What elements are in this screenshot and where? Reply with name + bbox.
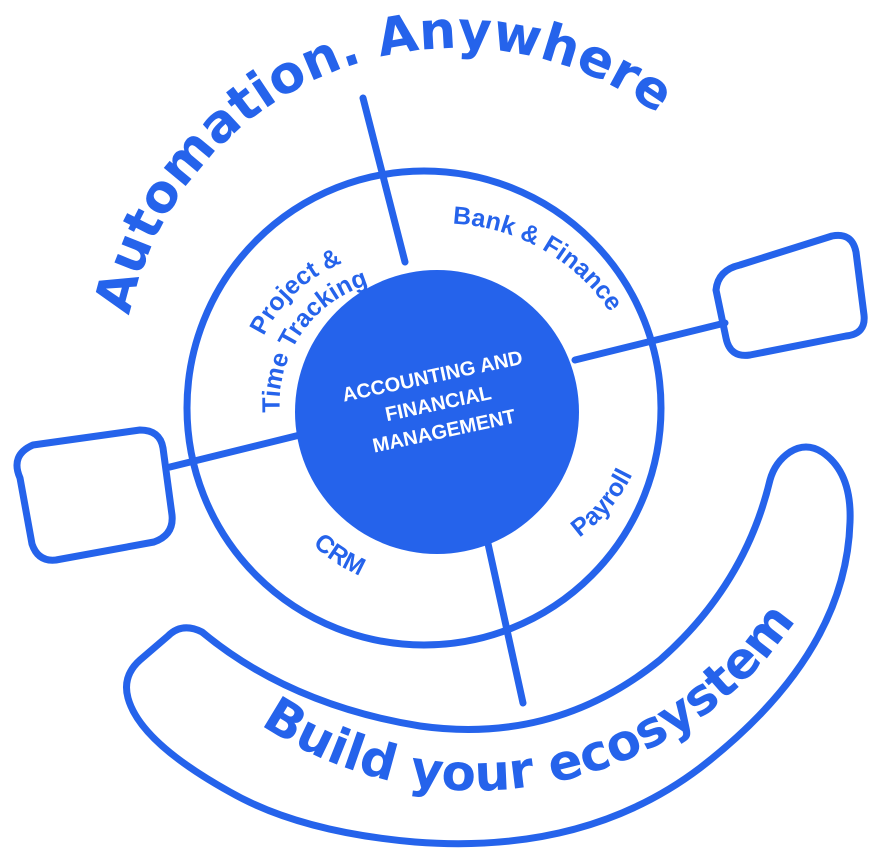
left-paddle-icon <box>13 426 176 564</box>
outer-ring <box>183 167 665 649</box>
spoke-bottom <box>481 526 527 707</box>
center-circle <box>295 270 579 554</box>
spoke-top <box>359 94 409 266</box>
spoke-left <box>166 429 312 471</box>
spoke-right <box>571 319 729 364</box>
right-paddle-icon <box>712 231 868 359</box>
segment-crm: CRM <box>309 528 370 581</box>
bottom-banner <box>123 443 854 848</box>
